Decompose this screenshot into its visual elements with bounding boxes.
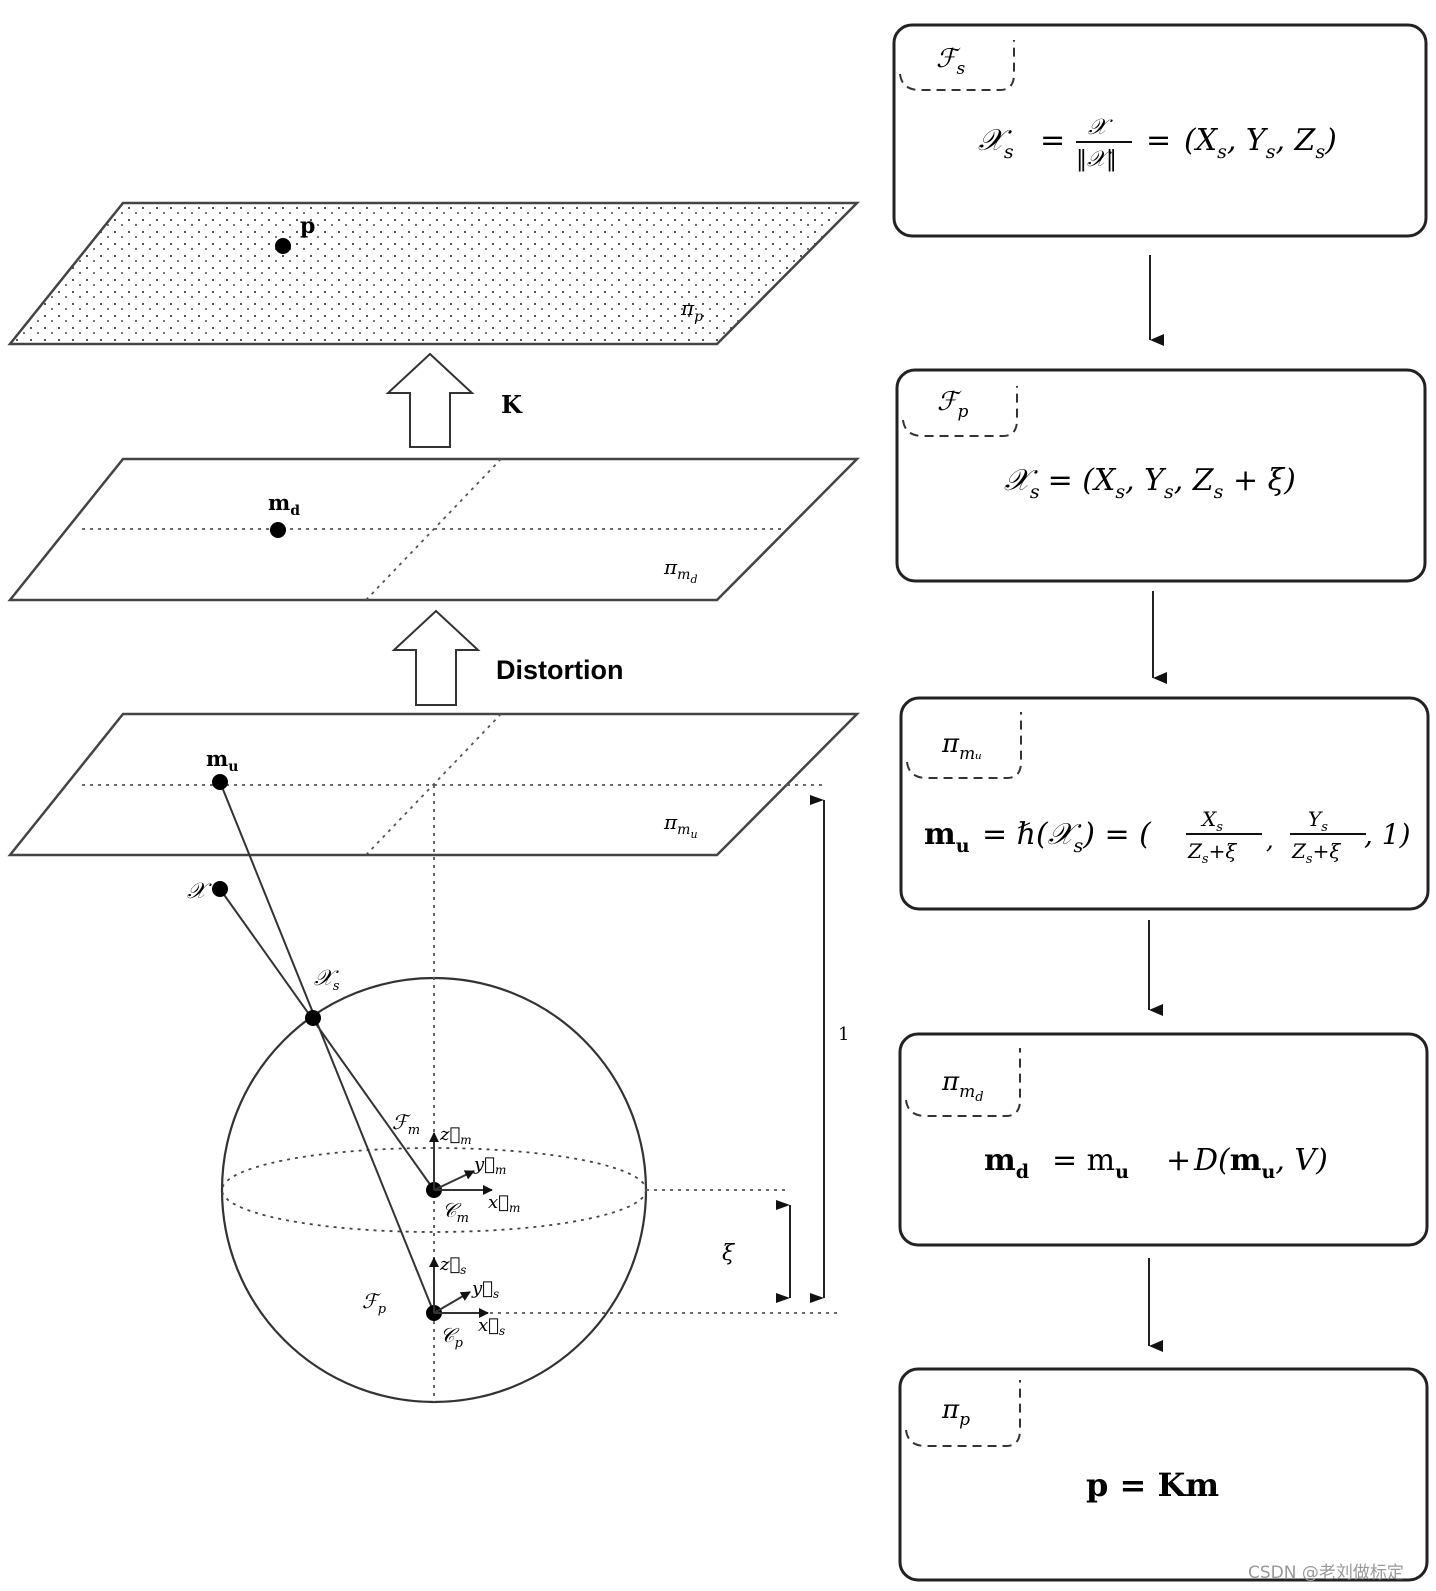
svg-text:+: + [1166,1143,1191,1178]
label-Cp: 𝒞p [440,1323,464,1351]
label-mu: mu [206,746,238,775]
tab-pi-md: πmd [941,1067,984,1105]
label-zm: z⃗m [439,1124,472,1147]
point-Xs [305,1010,321,1026]
point-X [212,881,228,897]
label-xs: x⃗s [478,1315,505,1338]
svg-text:(Xs, Ys, Zs): (Xs, Ys, Zs) [1184,123,1337,163]
label-pi-mu: πmu [663,810,698,841]
box-pi-p: πp p = Km [898,1367,1429,1582]
formula-box2: 𝒳s= (Xs, Ys, Zs + ξ) [1004,463,1296,503]
svg-text:Zs+ξ: Zs+ξ [1291,839,1341,867]
label-Cm: 𝒞m [442,1198,469,1226]
svg-text:,: , [1266,826,1274,854]
svg-text:‖𝒳‖: ‖𝒳‖ [1076,147,1117,172]
plane-pi-md: md πmd [7,457,861,602]
svg-text:= ℏ(𝒳s) = (: = ℏ(𝒳s) = ( [982,817,1152,857]
plane-pi-p: p πp [7,201,861,346]
formula-box3: mu = ℏ(𝒳s) = ( Xs Zs+ξ , Ys Zs+ξ , 1) [924,807,1411,867]
svg-text:=: = [1146,123,1171,158]
tab-pi-p: πp [941,1395,970,1430]
label-ys: y⃗s [471,1278,499,1301]
svg-text:Ys: Ys [1308,807,1328,835]
point-md [270,522,286,538]
label-xi: ξ [722,1241,736,1266]
label-one: 1 [838,1024,849,1045]
label-pi-md: πmd [663,555,697,586]
svg-text:D(mu, V): D(mu, V) [1193,1143,1328,1183]
label-ym: y⃗m [473,1154,506,1177]
svg-text:𝒳s= (Xs, Ys, Zs + ξ): 𝒳s= (Xs, Ys, Zs + ξ) [1004,463,1296,503]
dimension-arrows: 1 ξ [722,795,849,1303]
label-p: p [300,213,315,239]
tab-pi-mu: πmᵤ [941,729,982,764]
formula-box1: 𝒳s = 𝒳 ‖𝒳‖ = (Xs, Ys, Zs) [978,115,1337,172]
formula-box4: md = mu + D(mu, V) [984,1143,1328,1183]
label-pi-p: πp [680,296,703,325]
svg-text:, 1): , 1) [1364,818,1411,851]
point-mu [212,774,228,790]
label-xm: x⃗m [488,1192,520,1215]
label-X: 𝒳 [187,879,212,904]
label-Xs: 𝒳s [314,966,340,994]
svg-text:Zs+ξ: Zs+ξ [1187,839,1237,867]
label-k: K [501,390,523,419]
svg-text:=: = [1040,123,1065,158]
svg-text:Xs: Xs [1200,807,1223,835]
unit-sphere: 𝒳 𝒳s ℱm z⃗m y⃗m x⃗m 𝒞m z⃗s y⃗s x⃗s ℱp 𝒞p [187,774,840,1404]
label-Fm: ℱm [392,1110,420,1138]
formula-box5: p = Km [1086,1466,1219,1504]
point-p [275,238,291,254]
label-distortion: Distortion [496,655,624,685]
box-pi-mu: πmᵤ mu = ℏ(𝒳s) = ( Xs Zs+ξ , Ys Zs+ξ , 1… [899,696,1430,911]
svg-text:= mu: = mu [1052,1143,1129,1183]
svg-text:md: md [984,1143,1029,1183]
label-zs: z⃗s [439,1254,466,1277]
k-arrow: K [385,352,523,448]
label-Fp: ℱp [362,1289,387,1317]
box-pi-md: πmd md = mu + D(mu, V) [898,1032,1429,1247]
watermark: CSDN @老刘做标定 [1248,1563,1404,1583]
label-md: md [268,490,300,519]
svg-text:mu: mu [924,817,970,857]
box-Fp: ℱp 𝒳s= (Xs, Ys, Zs + ξ) [895,368,1427,583]
distortion-arrow: Distortion [391,609,624,706]
box-Fm: ℱs 𝒳s = 𝒳 ‖𝒳‖ = (Xs, Ys, Zs) [892,23,1428,238]
